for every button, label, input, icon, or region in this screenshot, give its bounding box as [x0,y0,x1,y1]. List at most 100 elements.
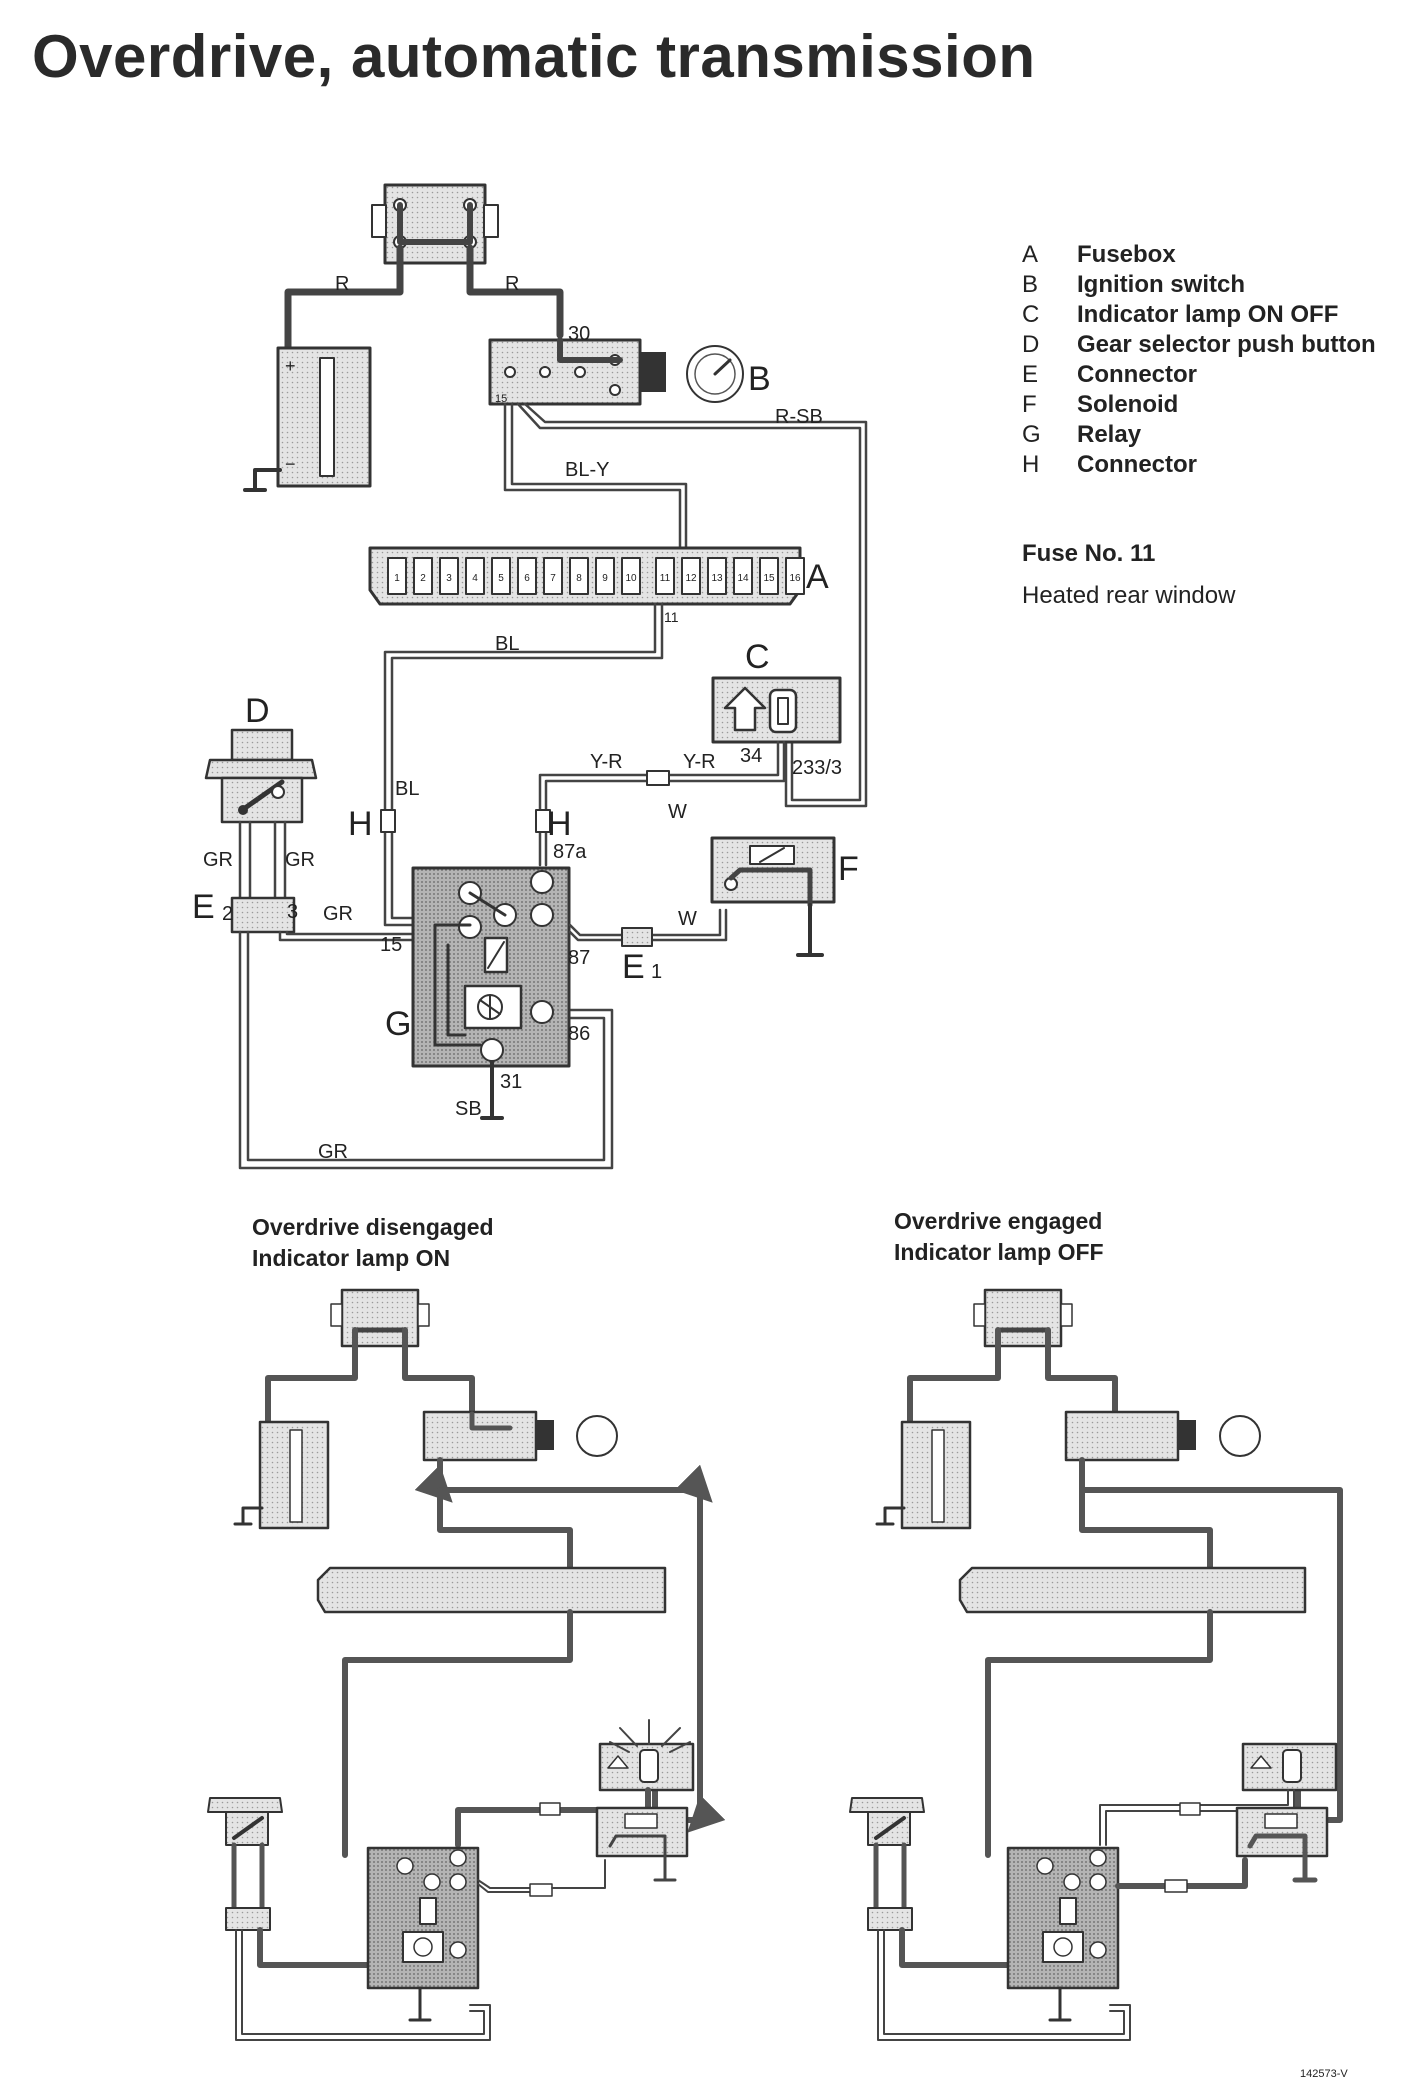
letter-a: A [806,558,829,596]
fuse-slot [465,557,485,595]
fuse-number-label: 5 [498,573,504,584]
fuse-slot [733,557,753,595]
fuse-slot [707,557,727,595]
document-id: 142573-V [1300,2068,1348,2080]
wire-bl-y [503,402,682,550]
label-e-sub-1: 1 [651,961,662,983]
label-wire-gr-2: GR [285,849,315,871]
page-title: Overdrive, automatic transmission [32,23,1036,90]
main-labels: R R 30 15 R-SB BL-Y 11 BL BL Y-R Y-R 34 … [203,273,842,1163]
fuse-slot [413,557,433,595]
label-terminal-15-relay: 15 [380,934,402,956]
label-terminal-86: 86 [568,1023,590,1045]
label-terminal-11: 11 [664,609,679,625]
relay [411,866,571,1120]
label-e-sub-3: 3 [287,901,298,923]
label-wire-bl-y: BL-Y [565,459,609,481]
fuse-slot [517,557,537,595]
label-terminal-87: 87 [568,947,590,969]
fuse-number-label: 3 [446,573,452,584]
letter-h-left: H [348,805,373,843]
indicator-lamp [711,676,842,744]
fuse-slot [655,557,675,595]
battery: + − [243,346,372,492]
fuse-number-label: 6 [524,573,530,584]
label-wire-y-r-2: Y-R [683,751,716,773]
letter-d: D [245,692,270,730]
svg-text:−: − [285,454,296,474]
label-wire-y-r-1: Y-R [590,751,623,773]
fuse-number-label: 14 [737,573,749,584]
fuse-slot [387,557,407,595]
component-letters: B A C D H H E E F G [192,360,859,1043]
letter-h-right: H [547,805,572,843]
connector-e2 [230,896,296,934]
fuse-slot [439,557,459,595]
label-wire-bl-top: BL [495,633,519,655]
wire-bl [383,602,657,927]
letter-b: B [748,360,771,398]
fuse-number-label: 12 [685,573,697,584]
connector-h-left [380,809,396,833]
solenoid [710,836,836,957]
letter-f: F [838,850,859,888]
label-wire-w-1: W [668,801,687,823]
fuse-number-label: 13 [711,573,723,584]
connector-h-right [535,809,551,833]
fuse-slot [785,557,805,595]
fuse-number-label: 16 [789,573,801,584]
fuse-number-label: 2 [420,573,426,584]
fuse-slot [569,557,589,595]
schematic-disengaged [207,1288,726,2041]
label-wire-sb: SB [455,1098,482,1120]
caption-engaged: Overdrive engaged Indicator lamp OFF [894,1208,1104,1265]
fuse-number-label: 4 [472,573,478,584]
svg-text:+: + [285,356,296,376]
fuse-number-label: 11 [660,573,671,584]
label-wire-gr-3: GR [323,903,353,925]
fuse-slot [759,557,779,595]
wire-r-right [466,244,564,339]
letter-g: G [385,1005,411,1043]
letter-e-left: E [192,888,215,926]
wire-r-left [284,244,404,359]
fuse-number-label: 8 [576,573,582,584]
fuse-number: Fuse No. 11 [1022,540,1156,567]
fuse-slot [543,557,563,595]
label-terminal-233: 233/3 [792,757,842,779]
label-wire-r-right: R [505,273,519,295]
fuse-description: Heated rear window [1022,582,1236,609]
fuse-slot [681,557,701,595]
letter-c: C [745,638,770,676]
fuse-slot [621,557,641,595]
wire-r-sb [516,402,862,802]
label-terminal-15-switch: 15 [495,393,507,405]
gear-selector-button [204,728,318,824]
wire-gr-bottom [238,930,614,1170]
fuse-number-label: 10 [625,573,637,584]
fuse-number-label: 1 [394,573,400,584]
letter-e-right: E [622,948,645,986]
fuse-number-label: 15 [763,573,775,584]
fuse-number-label: 9 [602,573,608,584]
label-wire-r-left: R [335,273,349,295]
label-terminal-34: 34 [740,745,762,767]
caption-disengaged: Overdrive disengaged Indicator lamp ON [252,1214,494,1271]
connector-e1 [621,927,653,947]
label-wire-gr-bottom: GR [318,1141,348,1163]
ignition-switch [488,337,744,406]
label-wire-gr-1: GR [203,849,233,871]
label-terminal-87a: 87a [553,841,587,863]
